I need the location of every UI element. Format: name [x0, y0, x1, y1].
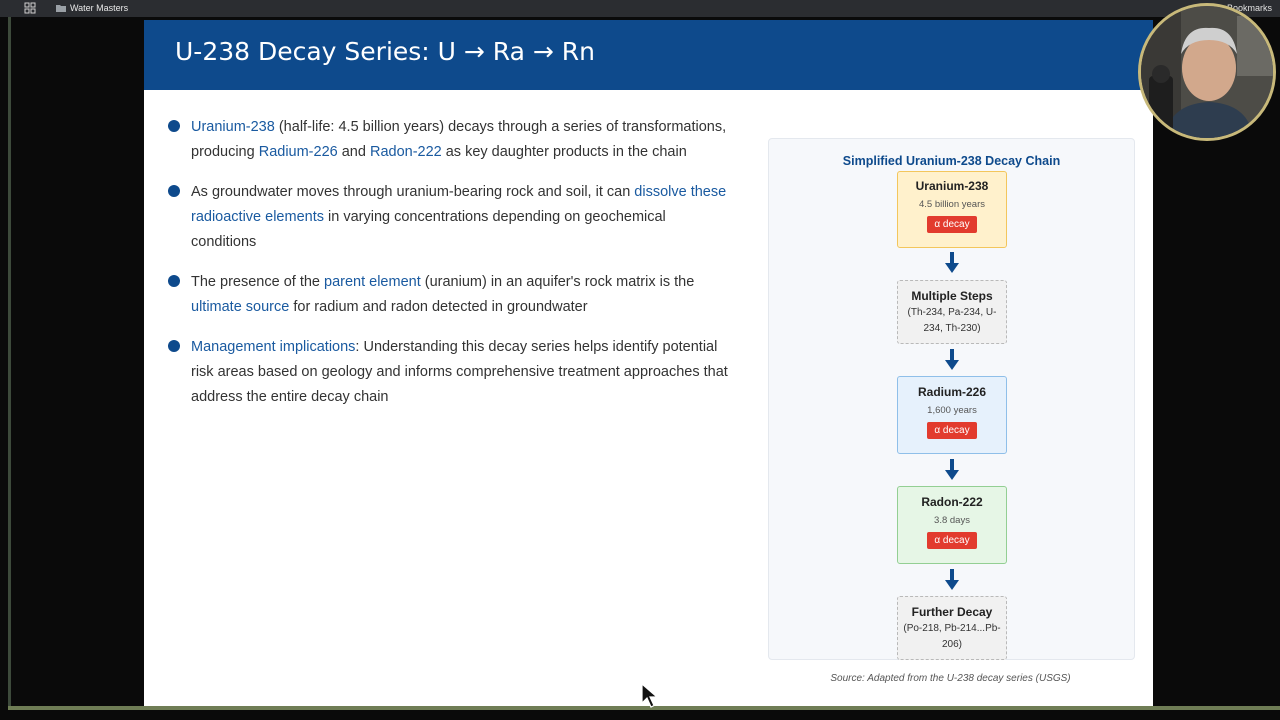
slide-title: U-238 Decay Series: U → Ra → Rn [175, 37, 596, 66]
bullet-text: in varying concentrations depending on g… [191, 209, 666, 250]
alpha-decay-badge: α decay [927, 216, 977, 233]
arrow-down-icon [945, 349, 959, 370]
bullet-text: parent element [324, 274, 421, 290]
bullet-text: dissolve these radioactive elements [191, 184, 727, 225]
node-detail: (Po-218, Pb-214...Pb-206) [903, 623, 1001, 650]
browser-bookmarks-bar: Water Masters Bookmarks [0, 0, 1280, 17]
bullet-item: Management implications: Understanding t… [168, 335, 728, 410]
bullet-text: and [337, 144, 370, 160]
node-uranium-238: Uranium-238 4.5 billion years α decay [897, 171, 1007, 248]
node-detail: (Th-234, Pa-234, U-234, Th-230) [907, 307, 997, 334]
arrow-down-icon [945, 459, 959, 480]
bullet-item: As groundwater moves through uranium-bea… [168, 180, 728, 255]
node-name: Further Decay [911, 605, 993, 619]
bullet-text: (uranium) in an aquifer's rock matrix is… [420, 274, 695, 290]
bookmark-label: Water Masters [70, 3, 129, 13]
bookmarks-folder[interactable]: Bookmarks [1226, 3, 1272, 13]
node-half-life: 4.5 billion years [918, 199, 985, 210]
presenter-webcam [1138, 3, 1276, 141]
bullet-item: Uranium-238 (half-life: 4.5 billion year… [168, 115, 728, 165]
node-name: Radon-222 [921, 495, 983, 509]
bullet-text: as key daughter products in the chain [441, 144, 687, 160]
bullet-dot-icon [168, 275, 180, 287]
bullet-dot-icon [168, 340, 180, 352]
alpha-decay-badge: α decay [927, 422, 977, 439]
node-further-decay: Further Decay (Po-218, Pb-214...Pb-206) [897, 596, 1007, 660]
apps-grid-icon[interactable] [24, 2, 36, 14]
node-half-life: 3.8 days [934, 515, 970, 526]
bullet-text: : Understanding this decay series helps … [191, 339, 728, 405]
node-name: Radium-226 [917, 385, 987, 399]
presentation-slide: U-238 Decay Series: U → Ra → Rn Uranium-… [144, 20, 1153, 706]
folder-icon [56, 5, 66, 12]
bullet-text: for radium and radon detected in groundw… [289, 299, 588, 315]
decay-chain-title: Simplified Uranium-238 Decay Chain [842, 154, 1061, 168]
arrow-down-icon [945, 252, 959, 273]
bookmark-water-masters[interactable]: Water Masters [56, 2, 128, 14]
alpha-decay-badge: α decay [927, 532, 977, 549]
node-half-life: 1,600 years [927, 405, 977, 416]
bullet-text: The presence of the [191, 274, 324, 290]
bullet-text: Management implications [191, 339, 356, 355]
source-citation: Source: Adapted from the U-238 decay ser… [830, 673, 1071, 684]
node-name: Uranium-238 [915, 179, 989, 193]
node-multiple-steps: Multiple Steps (Th-234, Pa-234, U-234, T… [897, 280, 1007, 344]
bullet-text: ultimate source [191, 299, 290, 315]
mouse-cursor-icon [641, 683, 659, 708]
bullet-text: As groundwater moves through uranium-bea… [191, 184, 635, 200]
node-name: Multiple Steps [911, 289, 993, 303]
bullet-text: Uranium-238 [191, 119, 275, 135]
decay-chain-panel: Simplified Uranium-238 Decay Chain Urani… [768, 138, 1135, 660]
window-frame-left [8, 17, 11, 709]
bullet-item: The presence of the parent element (uran… [168, 270, 728, 320]
arrow-down-icon [945, 569, 959, 590]
node-radon-222: Radon-222 3.8 days α decay [897, 486, 1007, 564]
window-frame-bottom [8, 706, 1280, 710]
bullet-dot-icon [168, 120, 180, 132]
bullet-dot-icon [168, 185, 180, 197]
bullet-list: Uranium-238 (half-life: 4.5 billion year… [168, 115, 728, 425]
bullet-text: Radon-222 [369, 144, 442, 160]
bullet-text: Radium-226 [258, 144, 338, 160]
bullet-text: (half-life: 4.5 billion years) decays th… [191, 119, 727, 160]
slide-header: U-238 Decay Series: U → Ra → Rn [144, 20, 1153, 90]
presenter-video-icon [1141, 6, 1273, 138]
node-radium-226: Radium-226 1,600 years α decay [897, 376, 1007, 454]
